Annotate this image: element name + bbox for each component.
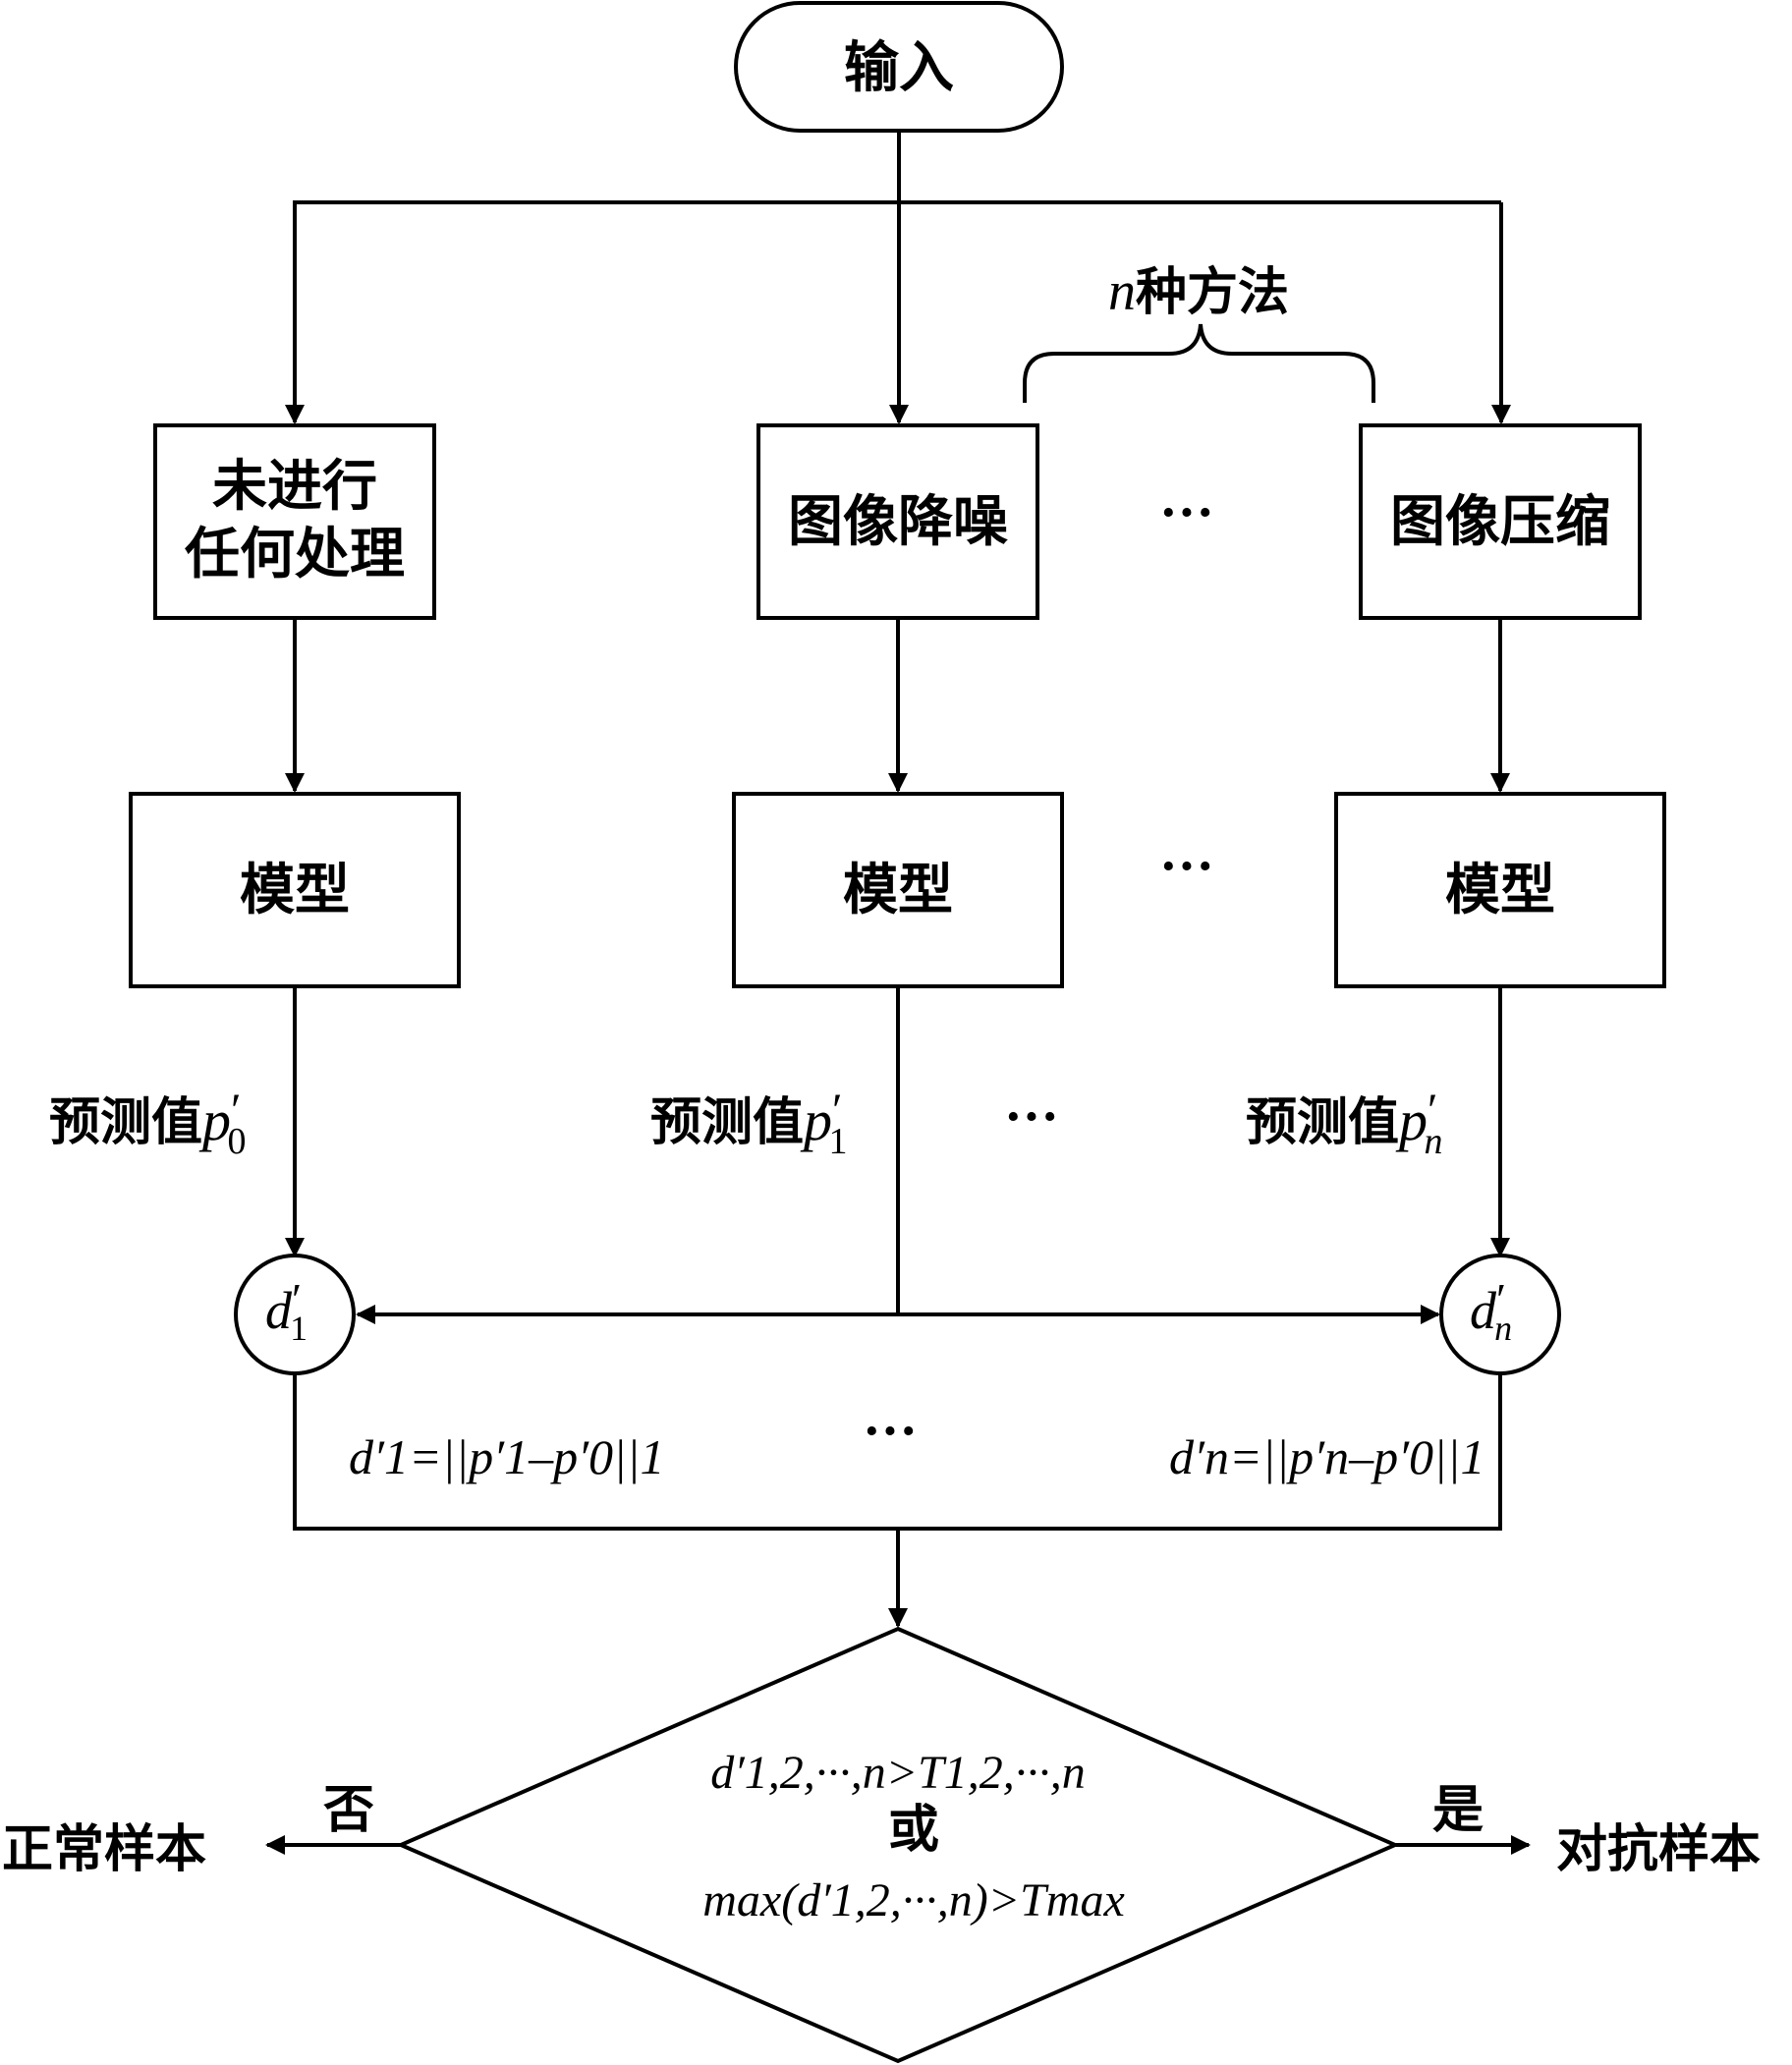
decision-condition-2: max(d′1,2,···,n)>Tmax bbox=[702, 1874, 1125, 1926]
methods-brace bbox=[1023, 323, 1375, 403]
decision-condition-1: d′1,2,···,n>T1,2,···,n bbox=[710, 1747, 1086, 1799]
process-label-no-processing-line2: 任何处理 bbox=[185, 523, 405, 586]
distance-node-dn-label: d′n bbox=[1470, 1274, 1512, 1348]
formula-d1: d′1=||p′1–p′0||1 bbox=[349, 1429, 665, 1484]
model-box-0 bbox=[129, 792, 461, 988]
ellipsis-formula: ··· bbox=[863, 1401, 918, 1462]
formula-dn: d′n=||p′n–p′0||1 bbox=[1169, 1429, 1485, 1484]
ellipsis-process: ··· bbox=[1159, 482, 1214, 543]
process-box-compress bbox=[1359, 423, 1642, 620]
prediction-label-1: 预测值p′1 bbox=[650, 1085, 848, 1162]
no-label: 否 bbox=[323, 1781, 374, 1840]
process-label-denoise: 图像降噪 bbox=[788, 490, 1008, 554]
distance-node-d1-label: d′1 bbox=[265, 1274, 308, 1348]
model-label-0: 模型 bbox=[240, 859, 350, 922]
model-label-n: 模型 bbox=[1445, 859, 1555, 922]
prediction-label-n: 预测值p′n bbox=[1246, 1085, 1443, 1162]
ellipsis-model: ··· bbox=[1159, 836, 1214, 897]
process-label-compress: 图像压缩 bbox=[1390, 490, 1610, 554]
model-label-1: 模型 bbox=[843, 859, 953, 922]
decision-or: 或 bbox=[888, 1801, 939, 1860]
adversarial-sample-result: 对抗样本 bbox=[1556, 1820, 1761, 1879]
process-box-no-processing bbox=[153, 423, 436, 620]
ellipsis-prediction: ··· bbox=[1004, 1087, 1059, 1147]
yes-label: 是 bbox=[1432, 1781, 1484, 1840]
decision-diamond bbox=[395, 1626, 1401, 2064]
methods-count-label: n种方法 bbox=[1108, 261, 1289, 322]
prediction-label-0: 预测值p′0 bbox=[49, 1085, 247, 1162]
input-label: 输入 bbox=[844, 36, 954, 100]
model-box-n bbox=[1334, 792, 1666, 988]
model-box-1 bbox=[732, 792, 1064, 988]
process-label-no-processing-line1: 未进行 bbox=[212, 455, 377, 519]
normal-sample-result: 正常样本 bbox=[2, 1820, 206, 1879]
